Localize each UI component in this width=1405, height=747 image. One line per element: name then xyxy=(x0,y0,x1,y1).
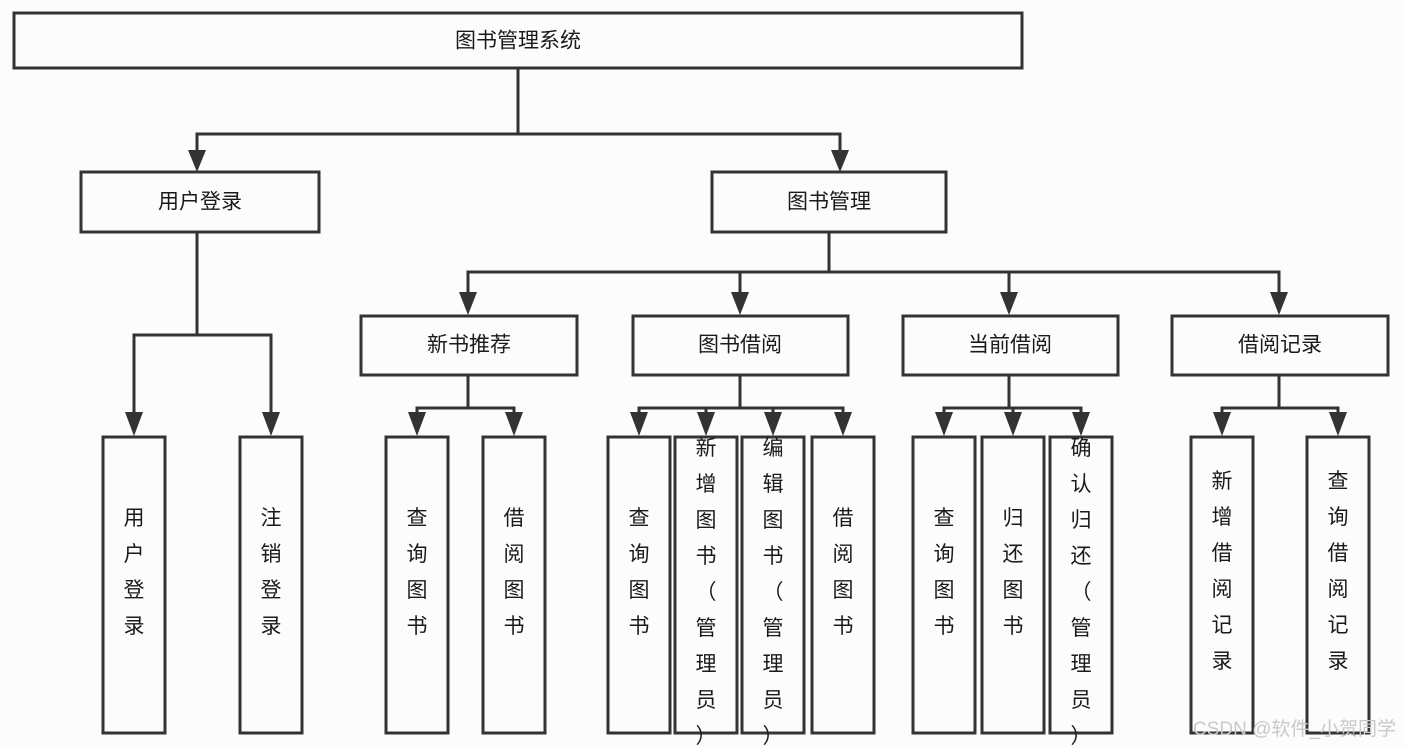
node-book-borrow[interactable]: 图书借阅 xyxy=(631,314,850,377)
leaf-query-book-1-box[interactable] xyxy=(384,435,450,735)
node-book-borrow-label: 图书借阅 xyxy=(698,334,782,357)
leaf-query-book-1-label: 查询图书 xyxy=(407,507,428,638)
leaf-query-book-2[interactable]: 查询图书 xyxy=(606,435,672,735)
leaf-user-login[interactable]: 用户登录 xyxy=(101,435,167,735)
leaf-add-book-box[interactable] xyxy=(673,435,739,735)
node-current-borrow[interactable]: 当前借阅 xyxy=(901,314,1120,377)
node-book-manage[interactable]: 图书管理 xyxy=(710,170,948,234)
leaf-add-record[interactable]: 新增借阅记录 xyxy=(1189,435,1255,735)
leaf-query-book-3-box[interactable] xyxy=(911,435,977,735)
leaf-edit-book-box[interactable] xyxy=(740,435,806,735)
leaf-return-book-box[interactable] xyxy=(980,435,1046,735)
leaf-add-book-label: 新增图书（管理员） xyxy=(696,437,717,747)
leaf-query-book-2-label: 查询图书 xyxy=(629,507,650,638)
leaf-logout-login[interactable]: 注销登录 xyxy=(238,435,304,735)
node-root[interactable]: 图书管理系统 xyxy=(12,11,1024,70)
leaf-query-book-3-label: 查询图书 xyxy=(934,507,955,638)
leaf-logout-login-box[interactable] xyxy=(238,435,304,735)
leaf-query-record[interactable]: 查询借阅记录 xyxy=(1305,435,1371,735)
leaf-borrow-book-2-label: 借阅图书 xyxy=(833,507,854,638)
node-book-borrow-box[interactable] xyxy=(631,314,850,377)
node-current-borrow-label: 当前借阅 xyxy=(968,334,1052,357)
leaf-return-book-label: 归还图书 xyxy=(1003,507,1024,638)
node-user-login-box[interactable] xyxy=(79,170,321,234)
node-book-manage-box[interactable] xyxy=(710,170,948,234)
arrow-head-leaf-query-book-2 xyxy=(630,412,648,436)
arrow-head-leaf-query-book-3 xyxy=(935,412,953,436)
leaf-query-book-1[interactable]: 查询图书 xyxy=(384,435,450,735)
arrow-head-current-borrow xyxy=(1000,292,1018,315)
connector-layer xyxy=(125,66,1347,436)
node-new-book-recommend[interactable]: 新书推荐 xyxy=(359,314,579,377)
arrow-head-leaf-add-book xyxy=(697,412,715,436)
arrow-head-leaf-logout-login xyxy=(262,412,280,436)
arrow-head-leaf-user-login xyxy=(125,412,143,436)
node-root-label: 图书管理系统 xyxy=(455,30,581,53)
csdn-watermark: CSDN @软件_小贺同学 xyxy=(1193,718,1396,740)
arrow-head-leaf-borrow-book-1 xyxy=(505,412,523,436)
node-new-book-recommend-label: 新书推荐 xyxy=(427,334,511,357)
arrow-head-leaf-query-book-1 xyxy=(408,412,426,436)
node-book-manage-label: 图书管理 xyxy=(787,191,871,214)
leaf-return-book[interactable]: 归还图书 xyxy=(980,435,1046,735)
leaf-query-record-box[interactable] xyxy=(1305,435,1371,735)
node-borrow-record-box[interactable] xyxy=(1170,314,1390,377)
arrow-head-leaf-query-record xyxy=(1329,412,1347,436)
leaf-confirm-return-box[interactable] xyxy=(1048,435,1114,735)
node-new-book-recommend-box[interactable] xyxy=(359,314,579,377)
arrow-head-book-manage xyxy=(831,150,849,172)
leaf-user-login-box[interactable] xyxy=(101,435,167,735)
leaf-query-book-2-box[interactable] xyxy=(606,435,672,735)
leaf-borrow-book-2-box[interactable] xyxy=(810,435,876,735)
arrow-head-borrow-record xyxy=(1270,292,1288,315)
arrow-head-leaf-borrow-book-2 xyxy=(834,412,852,436)
leaf-confirm-return[interactable]: 确认归还（管理员） xyxy=(1048,435,1114,747)
leaf-borrow-book-1[interactable]: 借阅图书 xyxy=(481,435,547,735)
leaf-edit-book-label: 编辑图书（管理员） xyxy=(763,437,784,747)
leaf-edit-book[interactable]: 编辑图书（管理员） xyxy=(740,435,806,747)
arrow-head-leaf-return-book xyxy=(1004,412,1022,436)
arrow-head-leaf-add-record xyxy=(1213,412,1231,436)
node-user-login[interactable]: 用户登录 xyxy=(79,170,321,234)
leaf-query-record-label: 查询借阅记录 xyxy=(1328,470,1349,673)
leaf-logout-login-label: 注销登录 xyxy=(261,507,282,638)
node-borrow-record[interactable]: 借阅记录 xyxy=(1170,314,1390,377)
node-current-borrow-box[interactable] xyxy=(901,314,1120,377)
node-user-login-label: 用户登录 xyxy=(158,191,242,214)
arrow-head-user-login xyxy=(188,150,206,172)
leaf-borrow-book-2[interactable]: 借阅图书 xyxy=(810,435,876,735)
leaf-query-book-3[interactable]: 查询图书 xyxy=(911,435,977,735)
arrow-head-book-borrow xyxy=(731,292,749,315)
leaf-add-record-label: 新增借阅记录 xyxy=(1212,470,1233,673)
arrow-head-new-book-recommend xyxy=(459,292,477,315)
leaf-borrow-book-1-label: 借阅图书 xyxy=(504,507,525,638)
leaf-confirm-return-label: 确认归还（管理员） xyxy=(1071,437,1092,747)
node-root-box[interactable] xyxy=(12,11,1024,70)
leaf-add-record-box[interactable] xyxy=(1189,435,1255,735)
arrow-head-leaf-edit-book xyxy=(764,412,782,436)
leaf-borrow-book-1-box[interactable] xyxy=(481,435,547,735)
leaf-add-book[interactable]: 新增图书（管理员） xyxy=(673,435,739,747)
leaf-user-login-label: 用户登录 xyxy=(124,507,145,638)
node-borrow-record-label: 借阅记录 xyxy=(1238,334,1322,357)
arrow-head-leaf-confirm-return xyxy=(1072,412,1090,436)
